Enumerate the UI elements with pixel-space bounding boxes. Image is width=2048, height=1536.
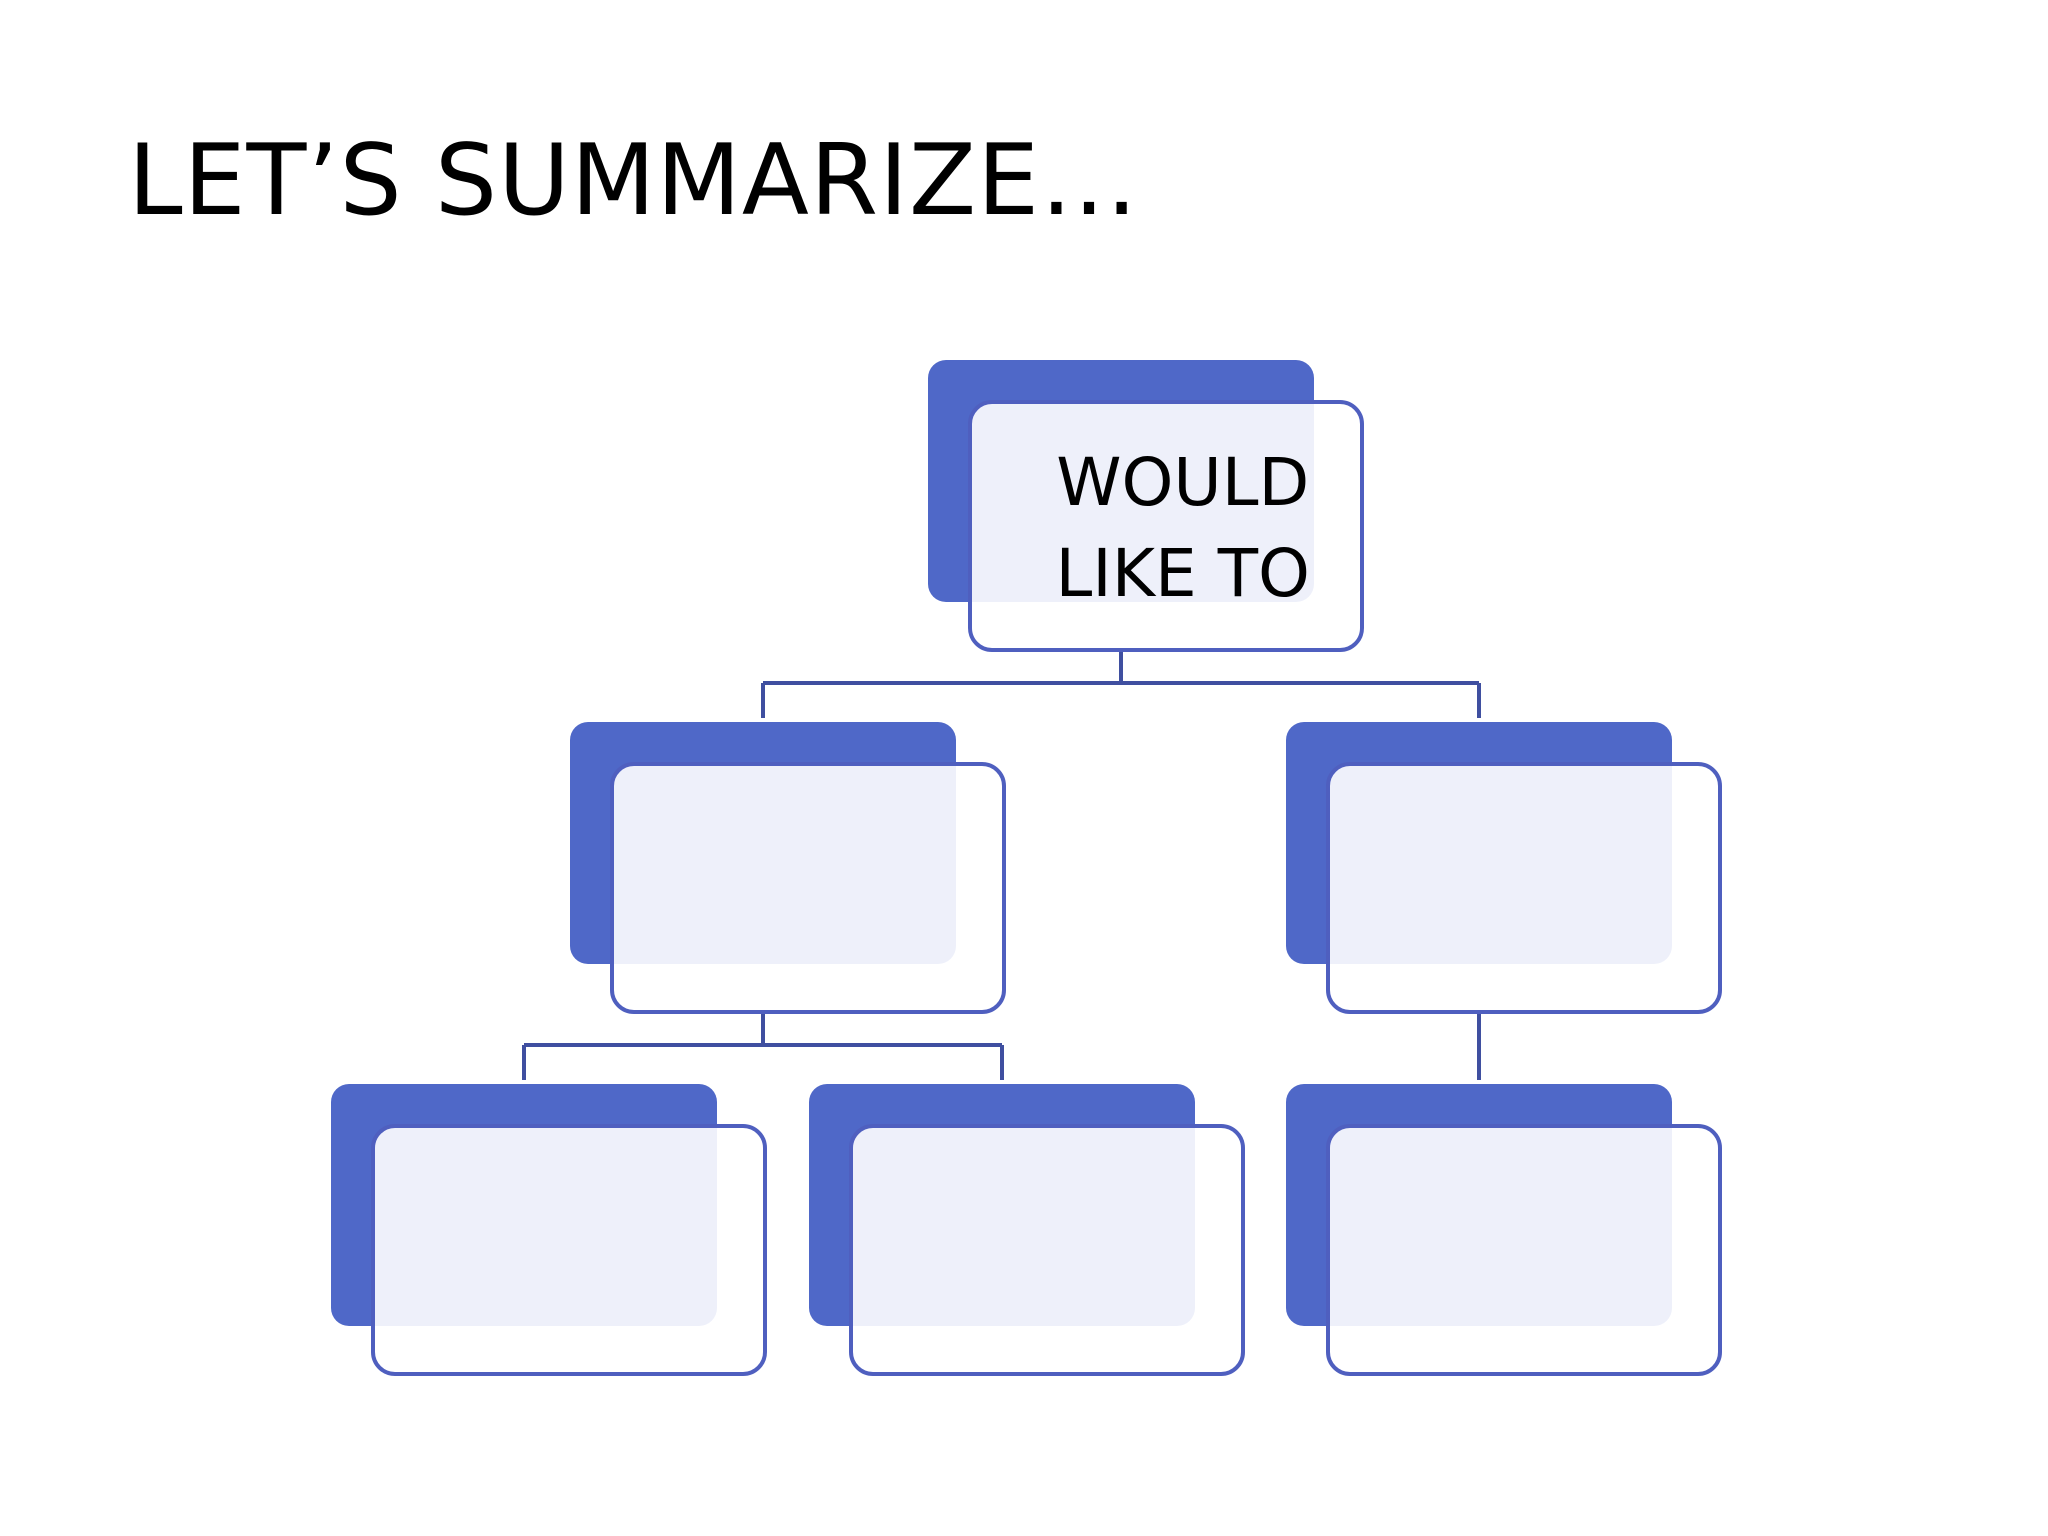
child-node-right-front-shape <box>1326 762 1722 1014</box>
grandchild-node-left <box>331 1084 767 1376</box>
grandchild-node-right <box>1286 1084 1722 1376</box>
child-node-left-label <box>630 780 998 1000</box>
root-node-label-line-2: LIKE TO <box>1055 535 1310 612</box>
grandchild-node-middle-front-shape <box>849 1124 1245 1376</box>
root-node-front-shape <box>968 400 1364 652</box>
grandchild-node-left-label <box>391 1142 759 1362</box>
grandchild-node-middle-label <box>869 1142 1237 1362</box>
root-node-label-line-1: WOULD <box>1056 443 1310 521</box>
root-node-label: WOULD LIKE TO <box>988 418 1356 638</box>
grandchild-node-middle <box>809 1084 1245 1376</box>
grandchild-node-right-front-shape <box>1326 1124 1722 1376</box>
child-node-right <box>1286 722 1722 1014</box>
child-node-right-label <box>1346 780 1714 1000</box>
grandchild-node-left-front-shape <box>371 1124 767 1376</box>
slide-title: LET’S SUMMARIZE… <box>128 124 1140 238</box>
child-node-left-front-shape <box>610 762 1006 1014</box>
root-node: WOULD LIKE TO <box>928 360 1364 652</box>
grandchild-node-right-label <box>1346 1142 1714 1362</box>
child-node-left <box>570 722 1006 1014</box>
